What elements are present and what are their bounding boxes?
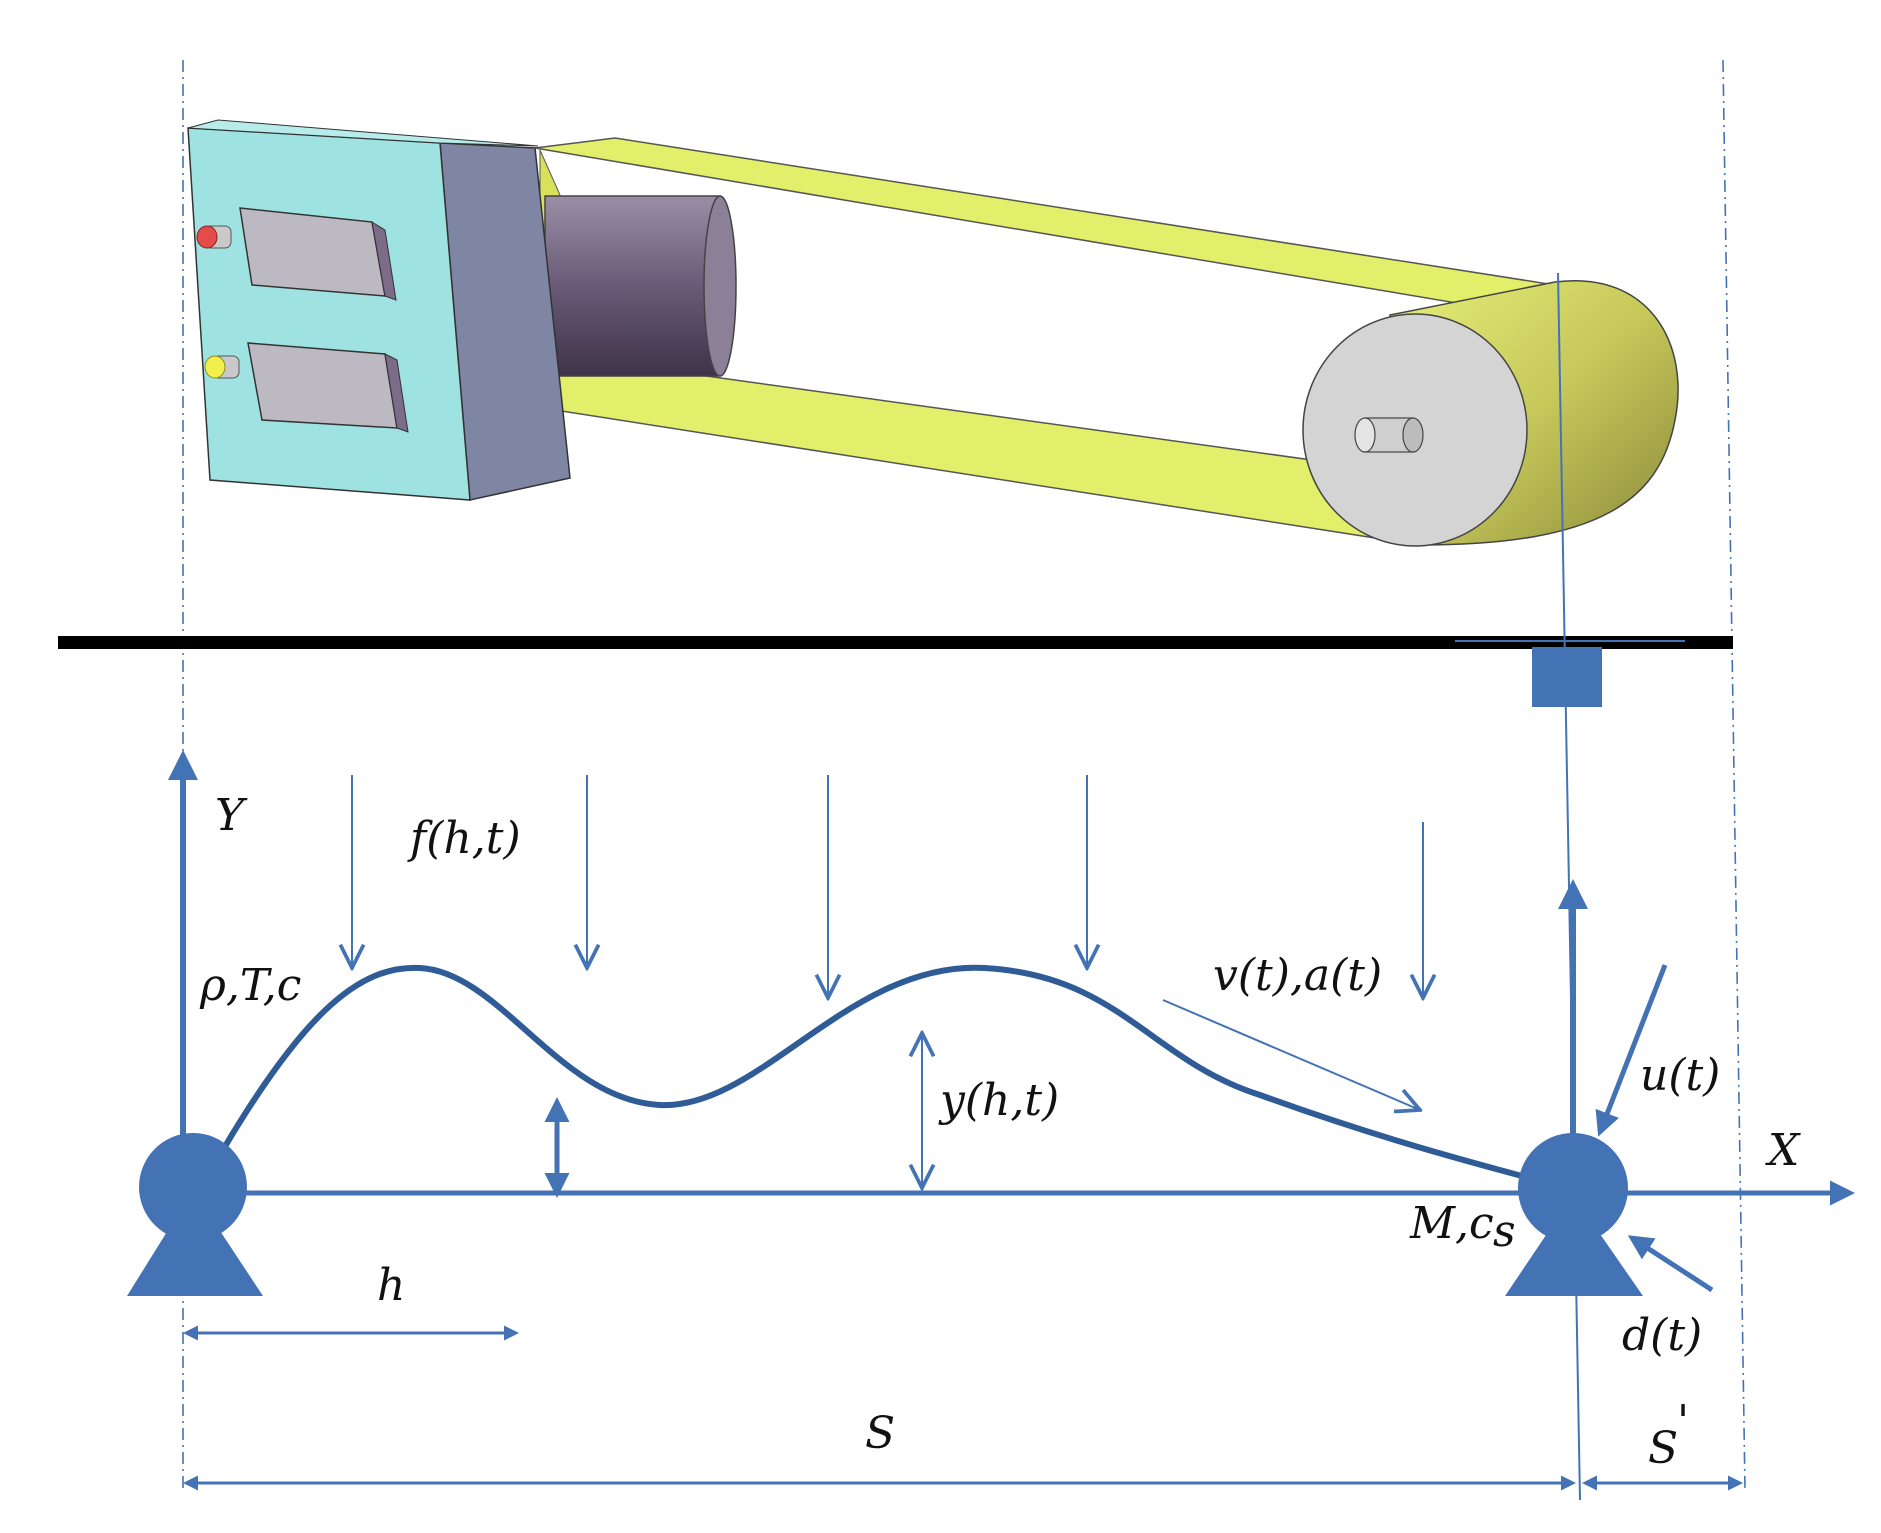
display-panel-upper [239,207,397,301]
pinned-support-icon [1505,1195,1643,1296]
x-axis-label: X [1765,1125,1801,1176]
drive-drum [544,195,737,377]
sensor-block-icon [1532,647,1602,707]
position-label: h [377,1260,405,1311]
right-support [1505,1133,1643,1296]
control-input-label: u(t) [1640,1050,1720,1101]
displacement-label: y(h,t) [938,1075,1059,1126]
distributed-force-arrows [352,775,1423,998]
distributed-force-label: f(h,t) [407,813,521,864]
span-label: S [865,1408,895,1459]
mass-damping-label: M,c [1409,1198,1494,1249]
display-panel-lower [247,342,409,433]
pinned-support-icon [127,1190,263,1296]
ground-line [58,636,1733,649]
belt-drive-illustration [187,119,1679,547]
extra-span-mark: ' [1677,1396,1689,1447]
driven-pulley [1302,313,1528,547]
string-deflection-curve [197,964,1576,1193]
mass-damping-subscript: s [1493,1206,1516,1257]
velocity-direction-arrow [1162,999,1420,1110]
motor-controller-box-icon [187,119,571,501]
lower-belt-strip [554,354,1421,546]
red-indicator-knob [196,225,232,249]
velocity-accel-label: v(t),a(t) [1213,950,1382,1001]
control-input-arrow [1595,964,1668,1137]
y-axis-label: Y [215,790,248,841]
disturbance-label: d(t) [1622,1310,1702,1361]
extra-span-label: S [1648,1423,1678,1474]
disturbance-arrow [1627,1235,1714,1293]
string-params-label: ρ,T,c [199,960,301,1011]
pulley-shaft [1354,417,1424,453]
left-support [127,1133,263,1296]
yellow-indicator-knob [204,355,240,379]
right-reference-line [1722,59,1746,1491]
